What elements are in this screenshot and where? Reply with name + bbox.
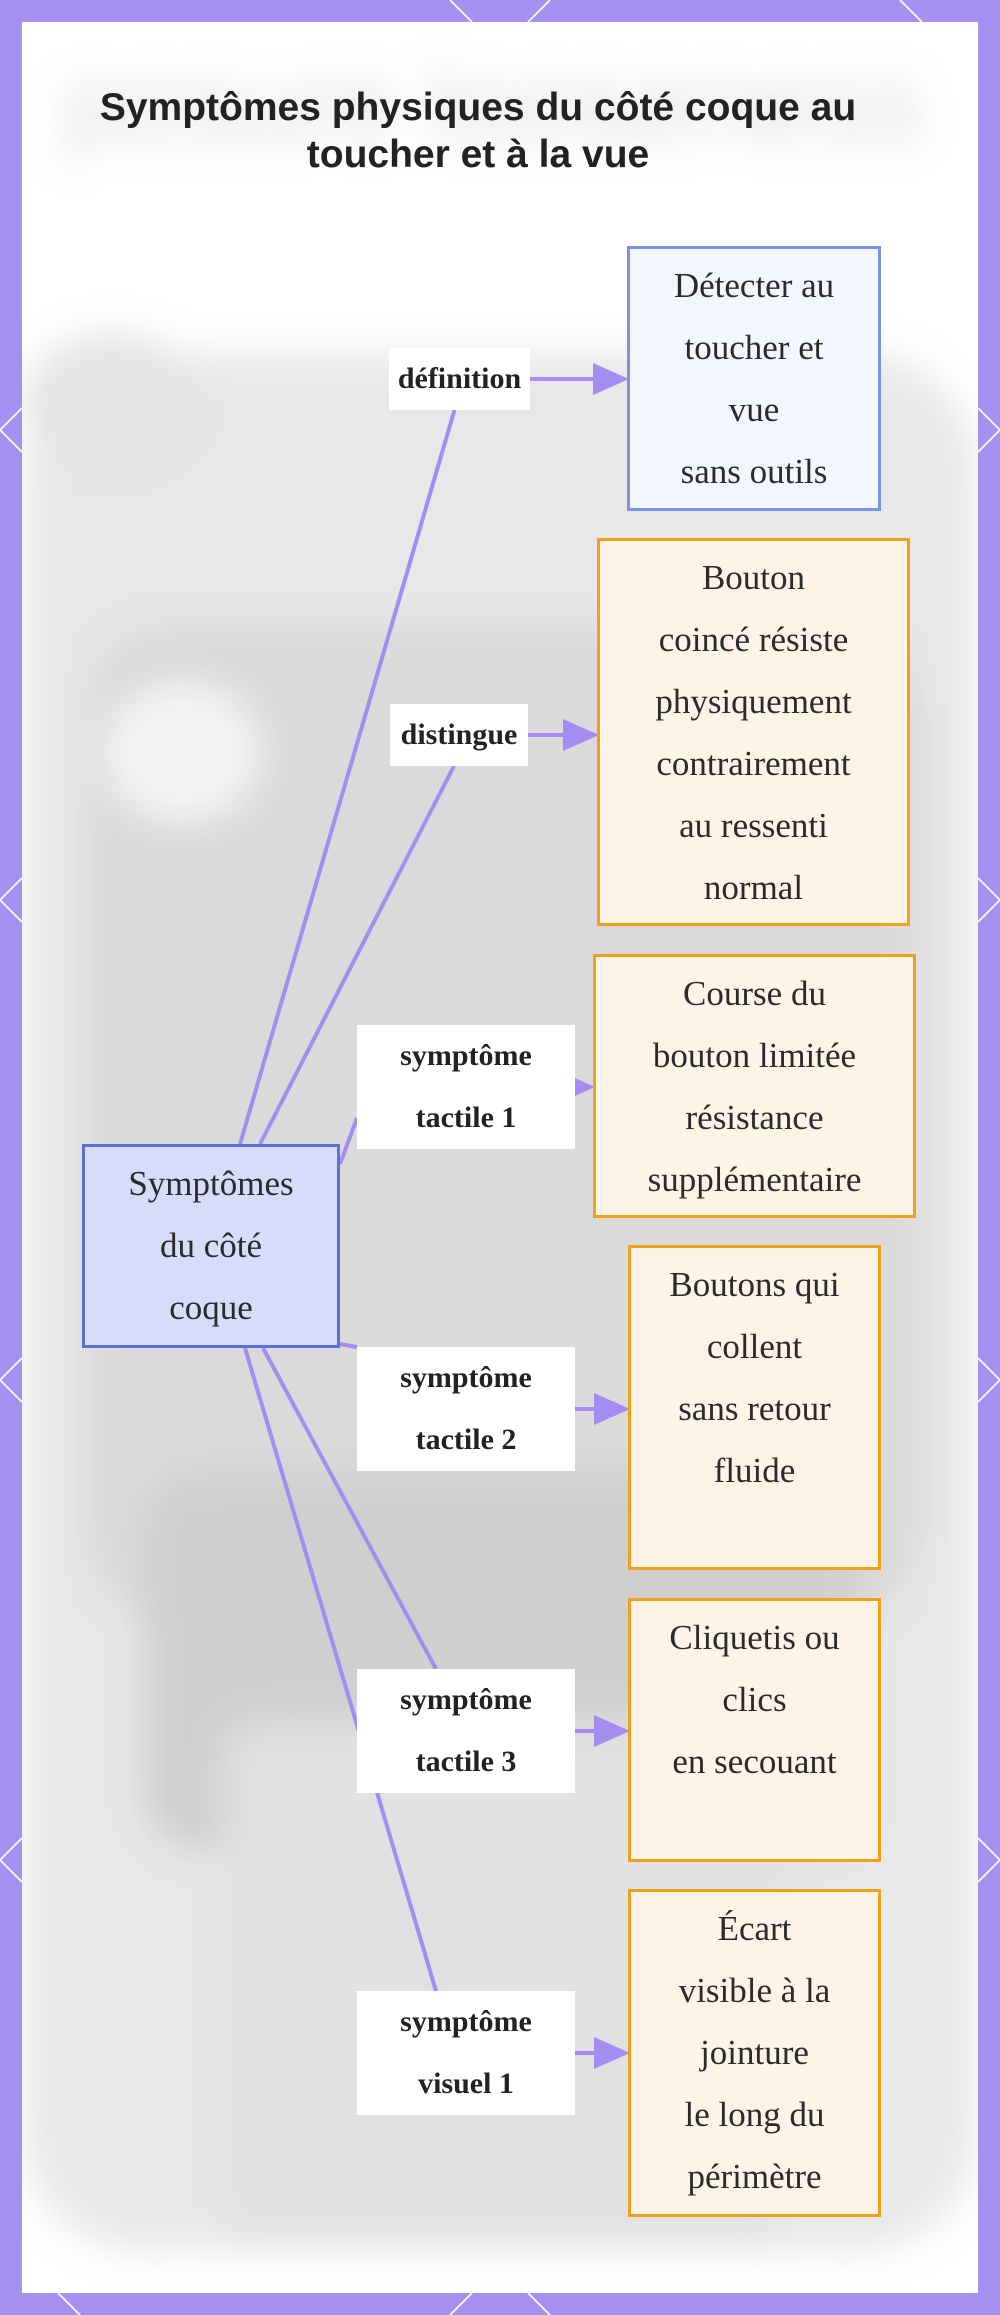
branch-label-2: distingue: [390, 704, 528, 766]
branch-box-5: Cliquetis ou clics en secouant: [628, 1598, 881, 1862]
branch-label-text: symptôme tactile 1: [400, 1025, 532, 1149]
branch-label-4: symptôme tactile 2: [357, 1347, 575, 1471]
branch-box-3: Course du bouton limitée résistance supp…: [593, 954, 916, 1218]
branch-label-6: symptôme visuel 1: [357, 1991, 575, 2115]
branch-box-2: Bouton coincé résiste physiquement contr…: [597, 538, 910, 926]
branch-label-text: symptôme tactile 2: [400, 1347, 532, 1471]
branch-box-text: Course du bouton limitée résistance supp…: [648, 957, 862, 1211]
branch-box-4: Boutons qui collent sans retour fluide: [628, 1245, 881, 1570]
branch-label-1: définition: [389, 348, 530, 410]
branch-label-text: symptôme tactile 3: [400, 1669, 532, 1793]
branch-box-text: Boutons qui collent sans retour fluide: [669, 1248, 839, 1502]
connector-center-to-label-3: [340, 1118, 357, 1164]
branch-label-text: symptôme visuel 1: [400, 1991, 532, 2115]
branch-box-text: Bouton coincé résiste physiquement contr…: [655, 541, 851, 919]
branch-label-5: symptôme tactile 3: [357, 1669, 575, 1793]
center-node: Symptômes du côté coque: [82, 1144, 340, 1348]
branch-label-text: distingue: [401, 704, 518, 766]
branch-label-3: symptôme tactile 1: [357, 1025, 575, 1149]
branch-box-1: Détecter au toucher et vue sans outils: [627, 246, 881, 511]
branch-box-text: Écart visible à la jointure le long du p…: [679, 1892, 831, 2208]
branch-box-text: Cliquetis ou clics en secouant: [669, 1601, 839, 1793]
branch-label-text: définition: [398, 348, 521, 410]
branch-box-6: Écart visible à la jointure le long du p…: [628, 1889, 881, 2217]
connector-center-to-label-4: [340, 1344, 357, 1347]
branch-box-text: Détecter au toucher et vue sans outils: [674, 249, 834, 503]
center-node-text: Symptômes du côté coque: [128, 1147, 293, 1339]
